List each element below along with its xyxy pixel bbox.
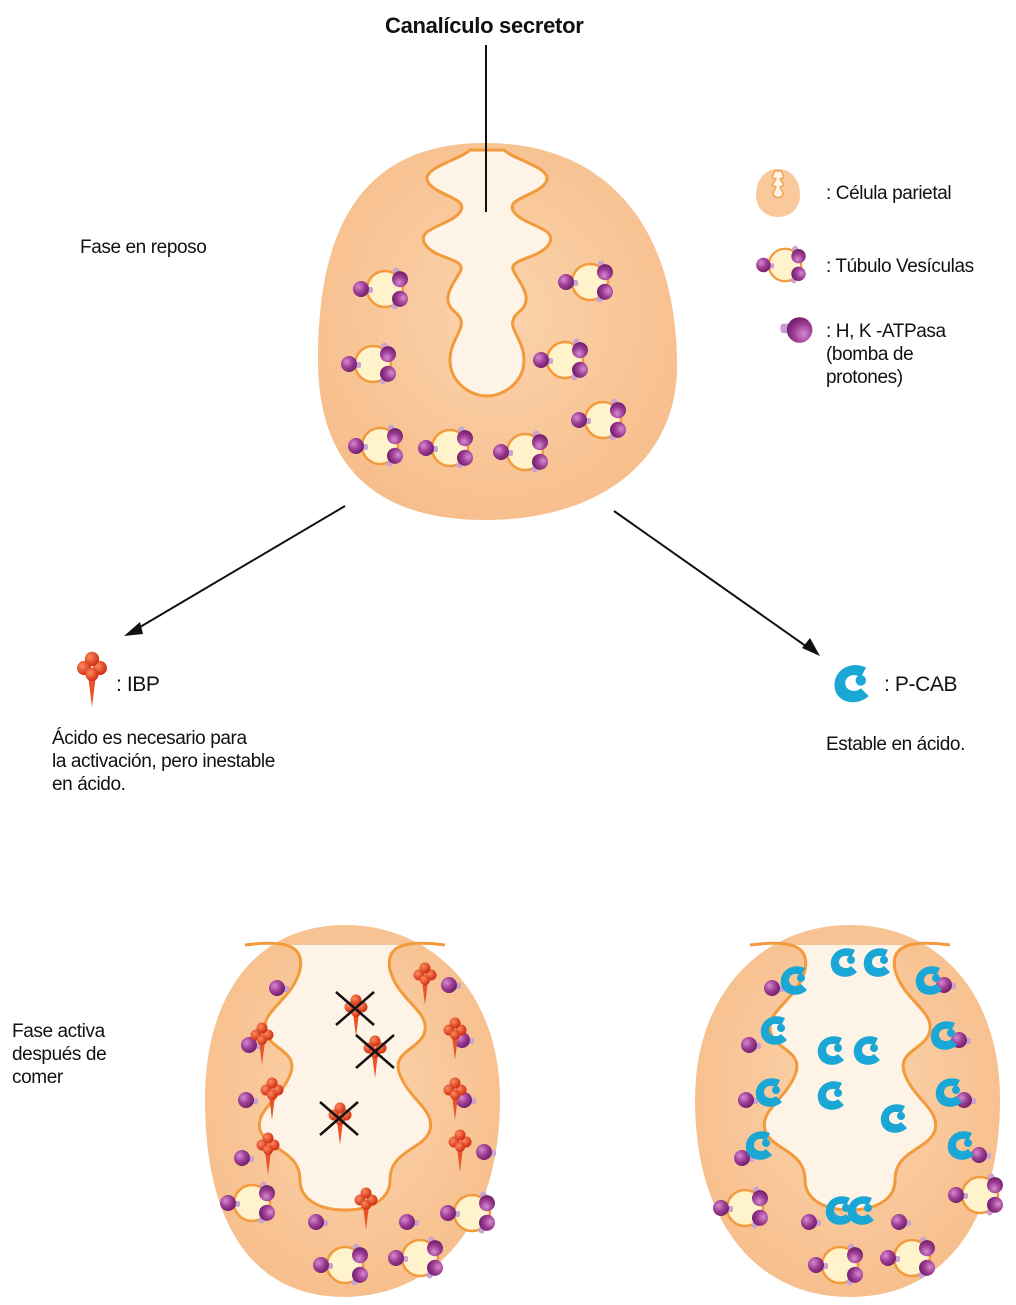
phase-active-label: Fase activa después de comer [12,1020,106,1089]
arrow-to-pcab [614,511,820,656]
legend-pump-label: : H, K -ATPasa (bomba de protones) [826,320,946,389]
title-canaliculo: Canalículo secretor [385,14,584,37]
legend-parietal-label: : Célula parietal [826,182,951,205]
pcab-description: Estable en ácido. [826,733,965,756]
ibp-label: : IBP [116,673,160,696]
ibp-molecule-icon [77,652,107,707]
legend-tubulovesicle-icon [756,243,808,287]
active-cell-ibp [205,925,500,1297]
ibp-description: Ácido es necesario para la activación, p… [52,727,275,796]
legend-pump-icon [780,317,812,343]
active-cell-pcab [695,925,1006,1297]
resting-parietal-cell [318,143,677,520]
legend-parietal-icon [756,169,800,217]
pcab-molecule-icon [835,665,869,702]
arrow-to-ibp [124,506,345,636]
phase-rest-label: Fase en reposo [80,236,206,259]
legend-tubulovesicle-label: : Túbulo Vesículas [826,255,974,278]
pcab-label: : P-CAB [884,673,957,696]
